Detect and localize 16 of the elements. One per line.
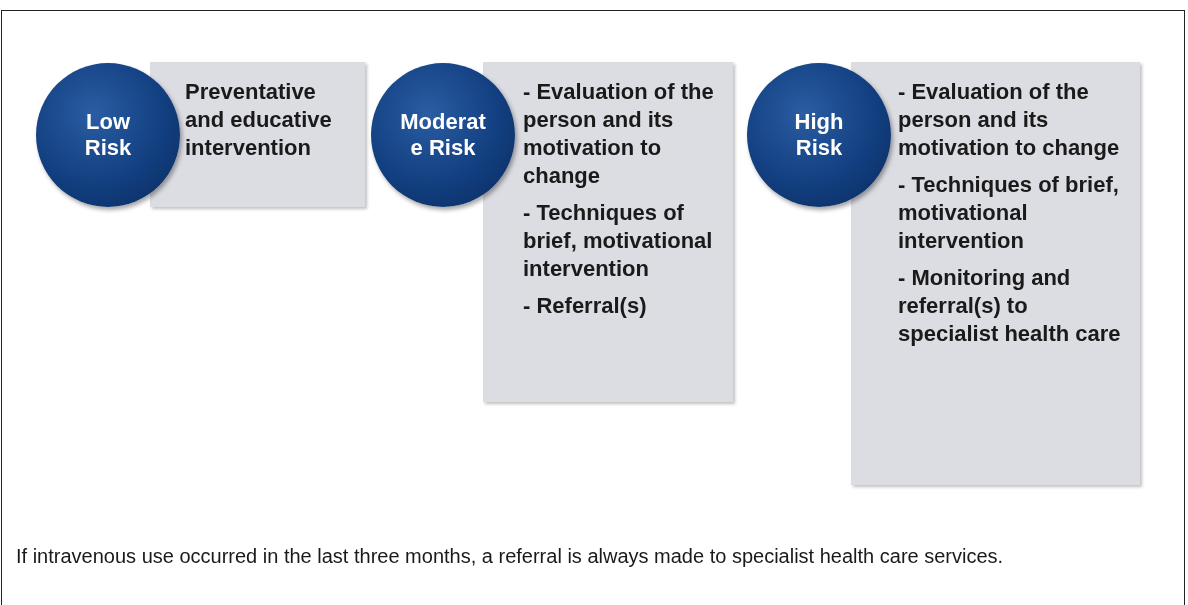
risk-circle: [747, 63, 891, 207]
intervention-text: - Evaluation of the person and its motivation to change: [898, 78, 1121, 162]
risk-level-label: Moderat e Risk: [399, 109, 487, 161]
risk-circle: [371, 63, 515, 207]
risk-level-label: High Risk: [793, 109, 845, 161]
intervention-text: - Monitoring and referral(s) to specialist health care: [898, 264, 1122, 348]
risk-circle: [36, 63, 180, 207]
intervention-text: - Techniques of brief, motivational intervention: [523, 199, 714, 283]
intervention-text: - Evaluation of the person and its motivation to change: [523, 78, 715, 190]
intervention-box: [851, 62, 1140, 485]
intervention-text: - Referral(s): [523, 292, 648, 320]
intervention-text: Preventative and educative intervention: [185, 78, 333, 162]
risk-level-label: Low Risk: [83, 109, 133, 161]
intervention-text: - Techniques of brief, motivational intervention: [898, 171, 1120, 255]
intervention-box: [150, 62, 365, 207]
caption: If intravenous use occurred in the last three months, a referral is always made to specialist health care services.: [16, 544, 1005, 569]
